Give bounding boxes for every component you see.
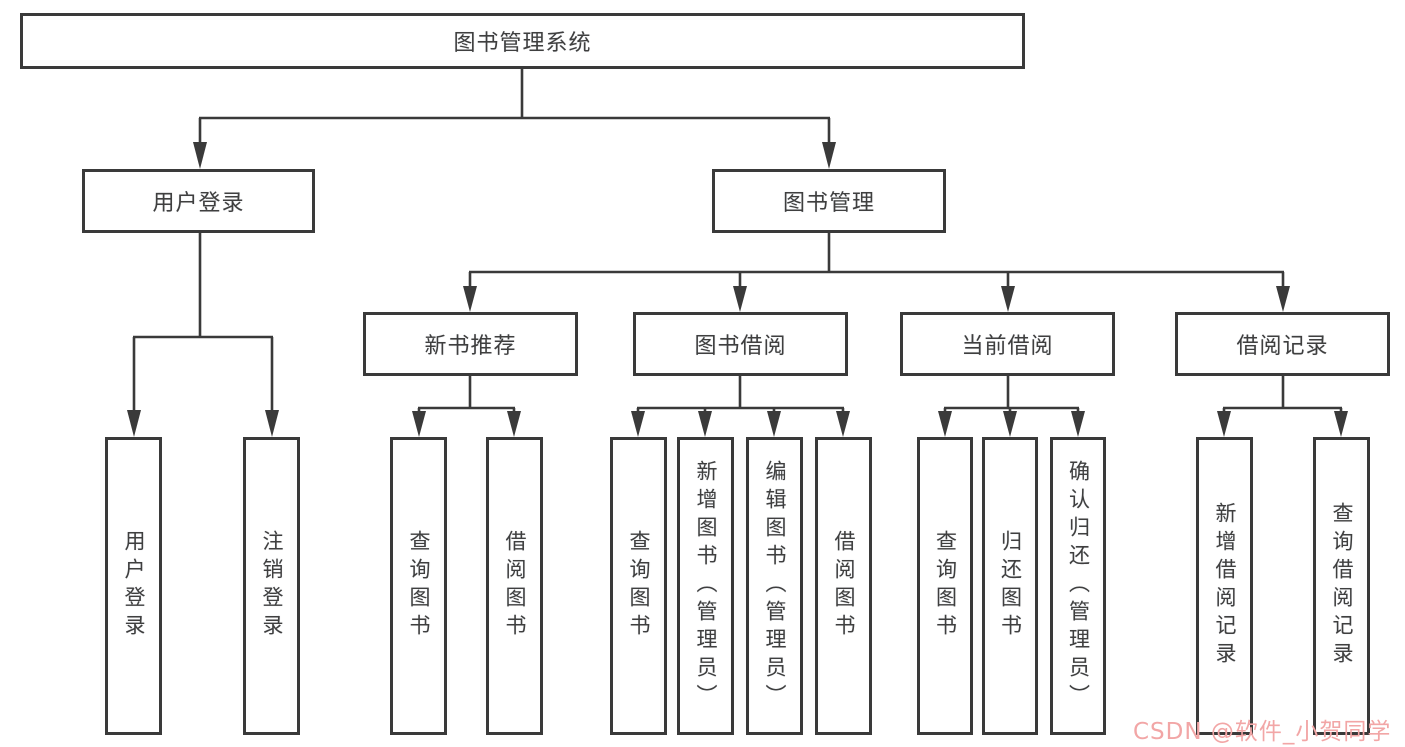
- leaf-query-books-current: 查询图书: [917, 437, 973, 735]
- leaf-logout: 注销登录: [243, 437, 300, 735]
- leaf-user-login-label: 用户登录: [122, 530, 146, 642]
- leaf-add-borrow-record-label: 新增借阅记录: [1213, 502, 1237, 670]
- leaf-query-books-borrowing: 查询图书: [610, 437, 667, 735]
- csdn-watermark: CSDN @软件_小贺同学: [1133, 719, 1392, 745]
- node-library-system: 图书管理系统: [20, 13, 1025, 69]
- leaf-return-books: 归还图书: [982, 437, 1038, 735]
- leaf-borrow-books-recommend: 借阅图书: [486, 437, 543, 735]
- leaf-borrow-books-recommend-label: 借阅图书: [503, 530, 527, 642]
- leaf-query-books-current-label: 查询图书: [933, 530, 958, 642]
- leaf-add-book-admin-label: 新增图书（管理员）: [694, 460, 718, 712]
- node-new-book-recommend: 新书推荐: [363, 312, 578, 376]
- node-borrowing-records: 借阅记录: [1175, 312, 1390, 376]
- node-user-login: 用户登录: [82, 169, 315, 233]
- leaf-borrow-books-borrowing: 借阅图书: [815, 437, 872, 735]
- node-current-borrowing: 当前借阅: [900, 312, 1115, 376]
- leaf-borrow-books-borrowing-label: 借阅图书: [832, 530, 856, 642]
- node-book-management: 图书管理: [712, 169, 946, 233]
- leaf-query-books-borrowing-label: 查询图书: [627, 530, 651, 642]
- leaf-return-books-label: 归还图书: [998, 530, 1023, 642]
- leaf-query-books-recommend-label: 查询图书: [407, 530, 431, 642]
- leaf-add-book-admin: 新增图书（管理员）: [677, 437, 734, 735]
- leaf-edit-book-admin-label: 编辑图书（管理员）: [763, 460, 787, 712]
- leaf-confirm-return-admin-label: 确认归还（管理员）: [1066, 460, 1091, 712]
- leaf-user-login: 用户登录: [105, 437, 162, 735]
- leaf-edit-book-admin: 编辑图书（管理员）: [746, 437, 803, 735]
- leaf-logout-label: 注销登录: [260, 530, 284, 642]
- leaf-confirm-return-admin: 确认归还（管理员）: [1050, 437, 1106, 735]
- leaf-query-books-recommend: 查询图书: [390, 437, 447, 735]
- leaf-query-borrow-record: 查询借阅记录: [1313, 437, 1370, 735]
- leaf-query-borrow-record-label: 查询借阅记录: [1330, 502, 1354, 670]
- leaf-add-borrow-record: 新增借阅记录: [1196, 437, 1253, 735]
- node-book-borrowing: 图书借阅: [633, 312, 848, 376]
